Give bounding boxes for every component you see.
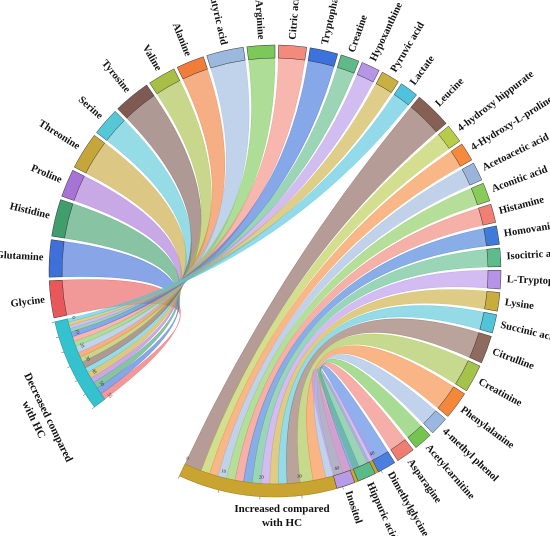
arc-arginine bbox=[247, 45, 275, 60]
label-creatinine: Creatinine bbox=[476, 377, 523, 410]
increased-tick-mark bbox=[343, 487, 344, 490]
decreased-tick-mark bbox=[56, 337, 59, 338]
increased-group-label-line1: Increased compared bbox=[234, 503, 329, 515]
label-tyrosine: Tyrosine bbox=[99, 58, 132, 95]
ribbon-layer bbox=[62, 58, 488, 484]
arc-l-tryptophan bbox=[487, 270, 501, 289]
label-citrulline: Citrulline bbox=[491, 347, 536, 373]
label-inositol: Inositol bbox=[343, 490, 364, 526]
increased-tick-label: 20 bbox=[259, 476, 265, 481]
label-glycine: Glycine bbox=[10, 295, 46, 310]
increased-tick-mark bbox=[178, 476, 179, 479]
label-lysine: Lysine bbox=[504, 297, 535, 312]
label-tryptophan: Tryptophan bbox=[320, 0, 342, 46]
decreased-tick-mark bbox=[75, 381, 78, 382]
label-alanine: Alanine bbox=[170, 21, 193, 58]
label-leucine: Leucine bbox=[433, 76, 466, 109]
arc-homovanillic-acid bbox=[484, 226, 500, 246]
arc-glutamine bbox=[49, 240, 64, 278]
increased-tick-mark bbox=[381, 471, 382, 474]
label-proline: Proline bbox=[29, 163, 64, 186]
label-valine: Valine bbox=[140, 43, 164, 73]
label-succinic-acid: Succinic acid bbox=[499, 320, 550, 344]
arc-isocitric-acid bbox=[487, 248, 501, 267]
label-histidine: Histidine bbox=[9, 201, 52, 221]
decreased-tick-mark bbox=[92, 407, 94, 409]
increased-group-label-line2: with HC bbox=[262, 517, 302, 529]
label-creatine: Creatine bbox=[347, 13, 370, 54]
increased-tick-mark bbox=[218, 490, 219, 493]
decreased-tick-mark bbox=[67, 367, 70, 368]
label-glutamine: Glutamine bbox=[0, 250, 44, 264]
label-l-tryptophan: L-Tryptophan bbox=[507, 274, 550, 287]
label-threonine: Threonine bbox=[36, 118, 81, 152]
arc-lysine bbox=[485, 291, 500, 311]
decreased-tick-mark bbox=[61, 352, 64, 353]
arc-citric-acid bbox=[278, 45, 306, 60]
label-serine: Serine bbox=[76, 95, 105, 122]
decreased-tick-mark bbox=[83, 394, 86, 396]
label-arginine: Arginine bbox=[253, 0, 266, 40]
decreased-tick-mark bbox=[52, 322, 55, 323]
label-4-hydroxy-hippurate: 4-hydroxy hippurate bbox=[456, 69, 537, 134]
label-aminobutyric-acid: γ-Aminobutyric acid bbox=[197, 0, 229, 46]
label-citric-acid: Citric acid bbox=[288, 0, 303, 40]
label-aconitic-acid: Aconitic acid bbox=[490, 164, 549, 195]
label-isocitric-acid: Isocitric acid bbox=[506, 248, 550, 263]
label-homovanillic-acid: Homovanillic acid bbox=[503, 216, 550, 240]
label-histamine: Histamine bbox=[498, 194, 546, 217]
label-lactate: Lactate bbox=[408, 53, 437, 87]
